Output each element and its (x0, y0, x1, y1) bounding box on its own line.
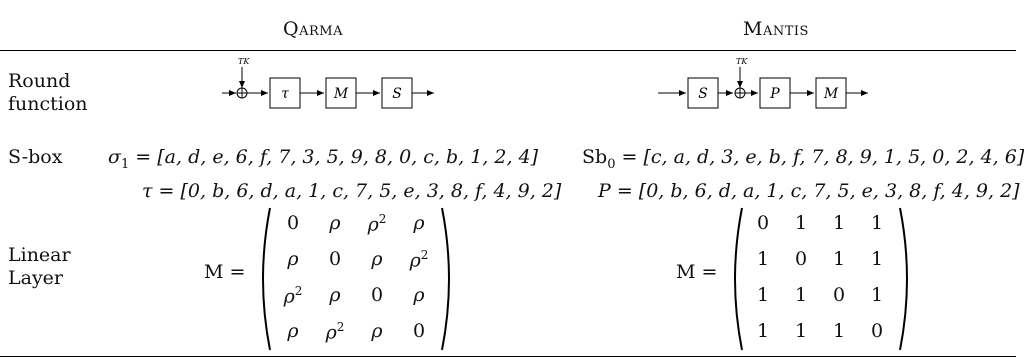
mantis-sb0-formula: Sb0 = [c, a, d, 3, e, b, f, 7, 8, 9, 1, … (582, 146, 1024, 172)
qarma-sigma1-formula: σ1 = [a, d, e, 6, f, 7, 3, 5, 9, 8, 0, c… (108, 146, 539, 172)
mantis-matrix-cell-1-3: 1 (870, 248, 884, 270)
qarma-matrix-brackets (262, 207, 450, 351)
header-rule (0, 50, 1016, 51)
mantis-xor-icon (734, 87, 746, 99)
row-label-function: function (8, 93, 88, 115)
svg-text:P: P (769, 86, 780, 102)
svg-text:S: S (698, 86, 708, 102)
qarma-matrix-label: M = (204, 261, 246, 283)
qarma-matrix-cell-1-0: ρ (287, 248, 299, 270)
row-label-sbox: S-box (8, 146, 63, 168)
mantis-matrix-cell-1-1: 0 (794, 248, 808, 270)
row-label-round-function: Round function (8, 70, 88, 116)
qarma-tau-formula: τ = [0, b, 6, d, a, 1, c, 7, 5, e, 3, 8,… (142, 180, 562, 202)
qarma-xor-icon (236, 87, 248, 99)
mantis-matrix-cell-1-2: 1 (832, 248, 846, 270)
mantis-matrix-cell-2-3: 1 (870, 284, 884, 306)
qarma-matrix-cell-1-1: 0 (328, 248, 342, 270)
row-label-layer: Layer (8, 267, 64, 289)
qarma-matrix-cell-1-2: ρ (371, 248, 383, 270)
qarma-matrix-cell-2-0: ρ2 (283, 284, 303, 308)
row-label-linear: Linear (8, 244, 71, 266)
mantis-matrix-cell-2-0: 1 (756, 284, 770, 306)
qarma-tk-label: TK (238, 57, 250, 66)
qarma-matrix-cell-0-3: ρ (413, 212, 425, 234)
mantis-tk-label: TK (736, 57, 748, 66)
qarma-matrix: 0 ρ ρ2 ρ ρ 0 ρ ρ2 ρ2 ρ 0 ρ ρ ρ2 ρ 0 (256, 204, 456, 354)
mantis-p-formula: P = [0, b, 6, d, a, 1, c, 7, 5, e, 3, 8,… (598, 180, 1020, 202)
mantis-matrix-cell-2-2: 0 (832, 284, 846, 306)
qarma-matrix-cell-1-3: ρ2 (409, 248, 429, 272)
qarma-matrix-cell-0-2: ρ2 (367, 212, 387, 236)
mantis-matrix: 0 1 1 1 1 0 1 1 1 1 0 1 1 1 1 0 (728, 204, 914, 354)
mantis-matrix-cell-3-0: 1 (756, 320, 770, 342)
bottom-rule (0, 356, 1016, 357)
svg-text:M: M (823, 86, 839, 102)
qarma-matrix-cell-3-1: ρ2 (325, 320, 345, 344)
mantis-matrix-cell-2-1: 1 (794, 284, 808, 306)
qarma-round-diagram: TK τ M S (222, 57, 434, 109)
qarma-matrix-cell-0-0: 0 (286, 212, 300, 234)
mantis-matrix-cell-0-3: 1 (870, 212, 884, 234)
mantis-matrix-cell-1-0: 1 (756, 248, 770, 270)
mantis-round-diagram: S TK P M (658, 57, 868, 109)
mantis-matrix-cell-0-0: 0 (756, 212, 770, 234)
mantis-matrix-cell-0-1: 1 (794, 212, 808, 234)
svg-text:S: S (392, 86, 402, 102)
mantis-matrix-cell-3-1: 1 (794, 320, 808, 342)
qarma-matrix-cell-0-1: ρ (329, 212, 341, 234)
mantis-matrix-cell-3-3: 0 (870, 320, 884, 342)
mantis-matrix-label: M = (676, 261, 718, 283)
qarma-matrix-cell-2-3: ρ (413, 284, 425, 306)
mantis-matrix-brackets (734, 207, 908, 351)
qarma-matrix-cell-2-1: ρ (329, 284, 341, 306)
mantis-matrix-cell-3-2: 1 (832, 320, 846, 342)
svg-text:M: M (333, 86, 349, 102)
row-label-round: Round (8, 70, 71, 92)
qarma-matrix-cell-3-0: ρ (287, 320, 299, 342)
header-qarma: Qarma (283, 18, 343, 40)
qarma-matrix-cell-3-3: 0 (412, 320, 426, 342)
qarma-matrix-cell-3-2: ρ (371, 320, 383, 342)
header-mantis: Mantis (743, 18, 809, 40)
svg-text:τ: τ (281, 86, 289, 102)
mantis-matrix-cell-0-2: 1 (832, 212, 846, 234)
row-label-linear-layer: Linear Layer (8, 244, 71, 290)
qarma-matrix-cell-2-2: 0 (370, 284, 384, 306)
